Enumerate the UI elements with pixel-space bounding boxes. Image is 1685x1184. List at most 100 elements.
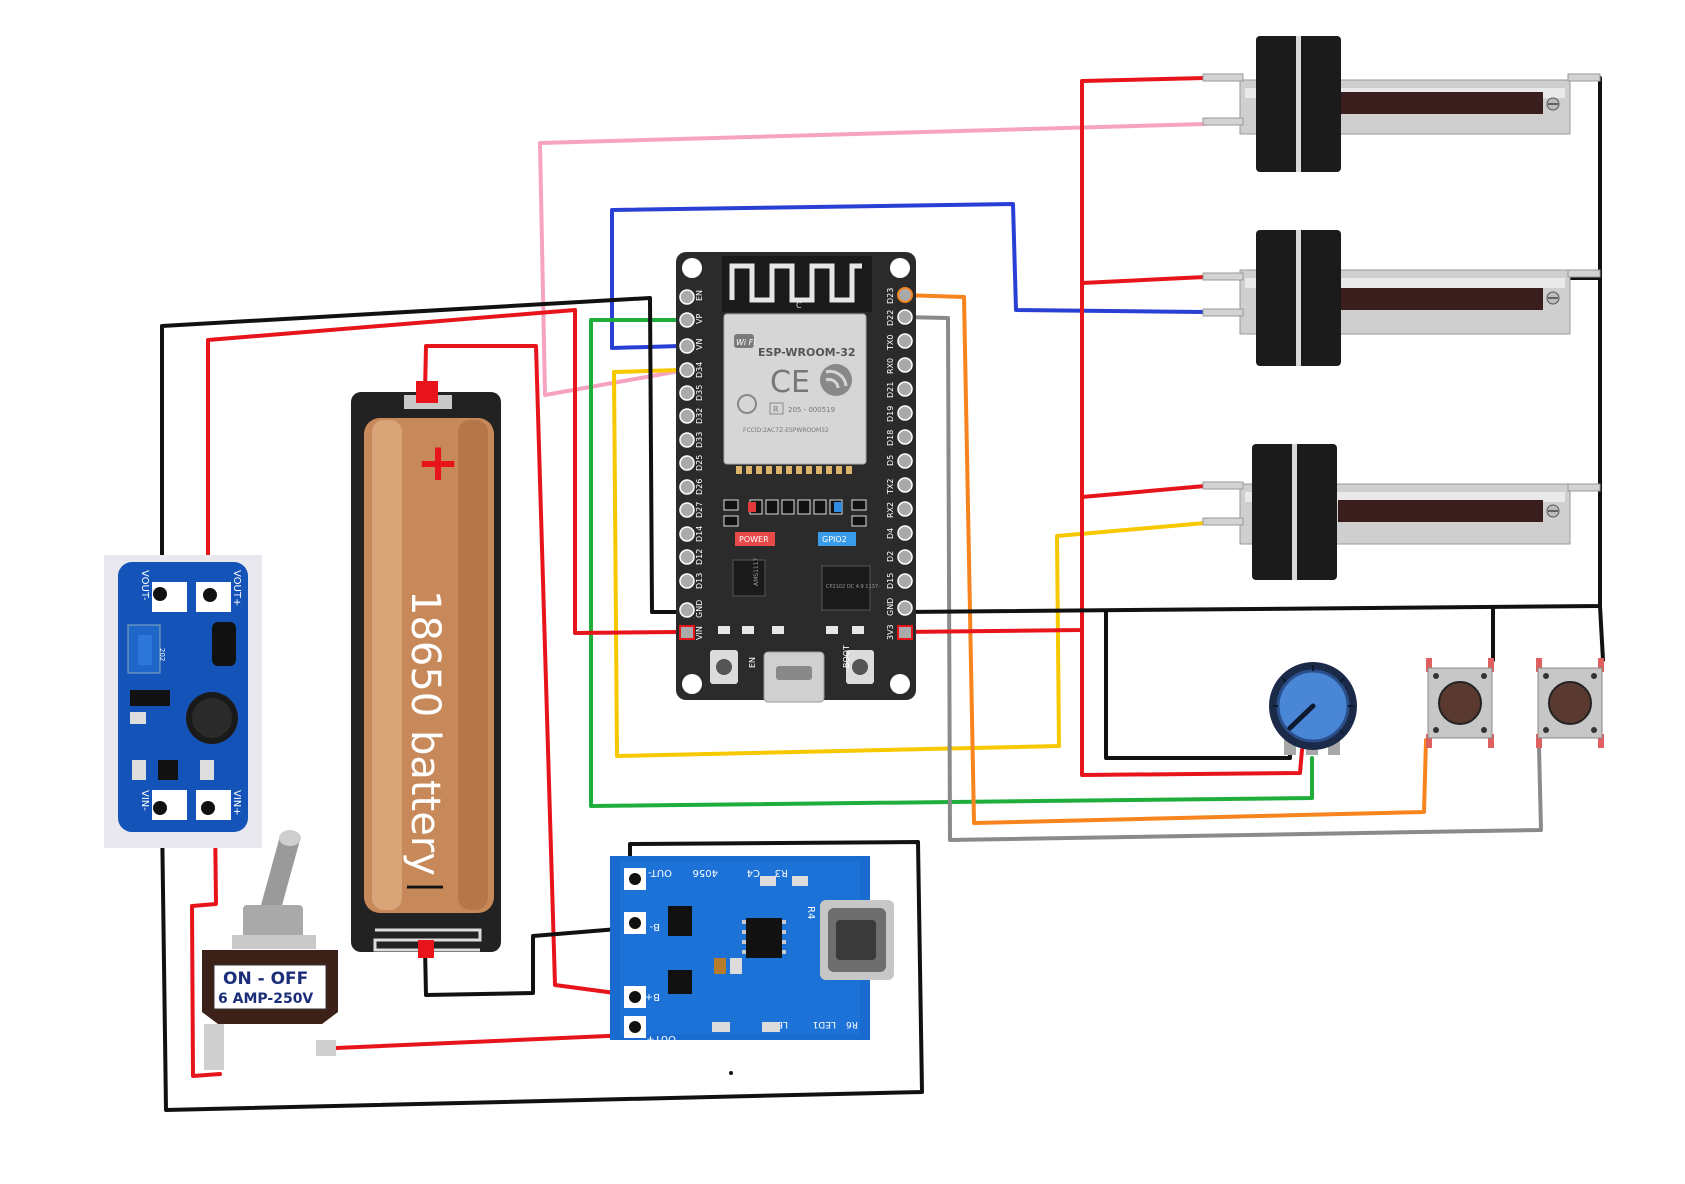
gpio2-led-label: GPIO2 [822, 535, 847, 544]
boost-converter[interactable]: VOUT- VOUT+ 202 VIN- VIN+ [104, 555, 262, 848]
cert-mark-icon [737, 394, 757, 414]
svg-text:LED1: LED1 [813, 1019, 836, 1029]
svg-text:R6: R6 [846, 1019, 858, 1029]
espressif-logo-icon [820, 364, 852, 396]
svg-text:D21: D21 [886, 382, 895, 398]
battery-label: 18650 battery [402, 590, 448, 876]
left-pin-header [679, 289, 695, 640]
gray-wire [900, 315, 1543, 842]
battery-minus-sign: — [405, 862, 445, 908]
svg-text:D15: D15 [886, 573, 895, 589]
charger-module[interactable]: OUT- B- B+ OUT+ 4056 C4 R3 R4 R6 LED1 LE… [610, 856, 894, 1044]
regulator-chip [732, 559, 766, 597]
svg-text:D26: D26 [695, 479, 704, 495]
svg-text:VIN: VIN [695, 626, 704, 640]
switch-label-line1: ON - OFF [223, 969, 308, 989]
svg-text:TX2: TX2 [886, 479, 895, 495]
vin-minus-label: VIN- [139, 790, 150, 811]
b-minus-label: B- [649, 921, 660, 932]
svg-text:D12: D12 [695, 549, 704, 565]
push-button-2[interactable] [1536, 658, 1604, 748]
svg-text:AMS1117: AMS1117 [753, 557, 760, 586]
svg-text:D19: D19 [886, 406, 895, 422]
svg-text:D5: D5 [886, 455, 895, 466]
svg-text:D33: D33 [695, 432, 704, 448]
power-led-label: POWER [739, 535, 769, 544]
black-wire-loop [160, 815, 924, 1112]
svg-text:D18: D18 [886, 430, 895, 446]
svg-text:R4: R4 [805, 906, 816, 919]
right-pin-labels: D23 D22 TX0 RX0 D21 D19 D18 D5 TX2 RX2 D… [886, 288, 895, 640]
orange-wire [900, 293, 1428, 825]
svg-text:RX0: RX0 [886, 358, 895, 374]
antenna-mark: C [796, 301, 802, 310]
svg-text:VN: VN [695, 339, 704, 350]
r-code: 205 - 000519 [788, 406, 835, 414]
svg-text:D14: D14 [695, 526, 704, 542]
red-wire-knob [1080, 628, 1304, 777]
wifi-logo-icon [734, 334, 754, 348]
b-plus-label: B+ [645, 991, 660, 1002]
red-wire-vin [206, 308, 682, 635]
gpio2-led [818, 532, 856, 546]
svg-text:202: 202 [158, 648, 166, 661]
tp4056-chip [746, 918, 782, 958]
svg-text:D34: D34 [695, 362, 704, 378]
svg-text:3V3: 3V3 [886, 624, 895, 640]
red-wire-pot2 [1080, 275, 1207, 285]
svg-text:D35: D35 [695, 385, 704, 401]
svg-text:GND: GND [886, 598, 895, 616]
svg-text:D2: D2 [886, 551, 895, 562]
slide-potentiometer-3[interactable] [1202, 444, 1601, 580]
module-name: ESP-WROOM-32 [758, 346, 856, 359]
red-wire-outplus [334, 1033, 632, 1050]
wires [160, 76, 1605, 1112]
toggle-lever[interactable] [258, 836, 300, 920]
push-button-1[interactable] [1426, 658, 1494, 748]
boot-button[interactable] [846, 650, 874, 684]
vout-plus-label: VOUT+ [231, 570, 242, 606]
usb-uart-chip [821, 565, 871, 611]
en-button[interactable] [710, 650, 738, 684]
slide-potentiometer-2[interactable] [1202, 230, 1601, 366]
power-led [735, 532, 775, 546]
red-wire-pot3 [1080, 484, 1207, 499]
svg-text:D32: D32 [695, 408, 704, 424]
svg-text:VP: VP [695, 314, 704, 324]
svg-text:R: R [773, 405, 779, 414]
fcc-id: FCCID:2AC7Z-ESPWROOM32 [743, 427, 829, 434]
black-wire-battery-minus [423, 926, 632, 997]
svg-text:D4: D4 [886, 528, 895, 539]
svg-text:D22: D22 [886, 310, 895, 326]
svg-text:C4: C4 [747, 867, 760, 878]
battery-18650[interactable]: + 18650 battery — [364, 418, 494, 913]
svg-text:RX2: RX2 [886, 502, 895, 518]
red-wire-3v3 [900, 76, 1207, 634]
ce-mark: CE [770, 365, 810, 400]
left-pin-labels: EN VP VN D34 D35 D32 D33 D25 D26 D27 D14… [695, 290, 704, 640]
stray-dot [729, 1071, 733, 1075]
svg-text:GND: GND [695, 600, 704, 618]
out-minus-label: OUT- [648, 867, 672, 878]
svg-text:D25: D25 [695, 455, 704, 471]
vin-plus-label: VIN+ [231, 790, 242, 816]
wifi-logo-text: Wi Fi [736, 338, 756, 347]
slide-potentiometer-1[interactable] [1202, 36, 1601, 172]
green-wire [589, 318, 1314, 808]
svg-text:R3: R3 [775, 867, 788, 878]
esp32-devkit[interactable]: C Wi Fi ESP-WROOM-32 CE R 205 - 000519 F… [676, 252, 916, 703]
toggle-switch[interactable]: ON - OFF 6 AMP-250V [202, 830, 338, 1070]
svg-text:4056: 4056 [693, 867, 718, 878]
battery-minus-terminal [418, 940, 434, 958]
vout-minus-label: VOUT- [139, 570, 150, 601]
blue-wire [610, 202, 1205, 350]
svg-text:EN: EN [695, 290, 704, 301]
micro-usb-port[interactable] [763, 651, 825, 703]
boot-button-label: BOOT [842, 645, 851, 668]
knob-pointer [1287, 703, 1316, 731]
black-wire-knob-gnd [1104, 609, 1292, 760]
rotary-potentiometer[interactable] [1269, 662, 1357, 755]
switch-label-line2: 6 AMP-250V [218, 991, 313, 1007]
battery-plus-sign: + [416, 433, 460, 493]
